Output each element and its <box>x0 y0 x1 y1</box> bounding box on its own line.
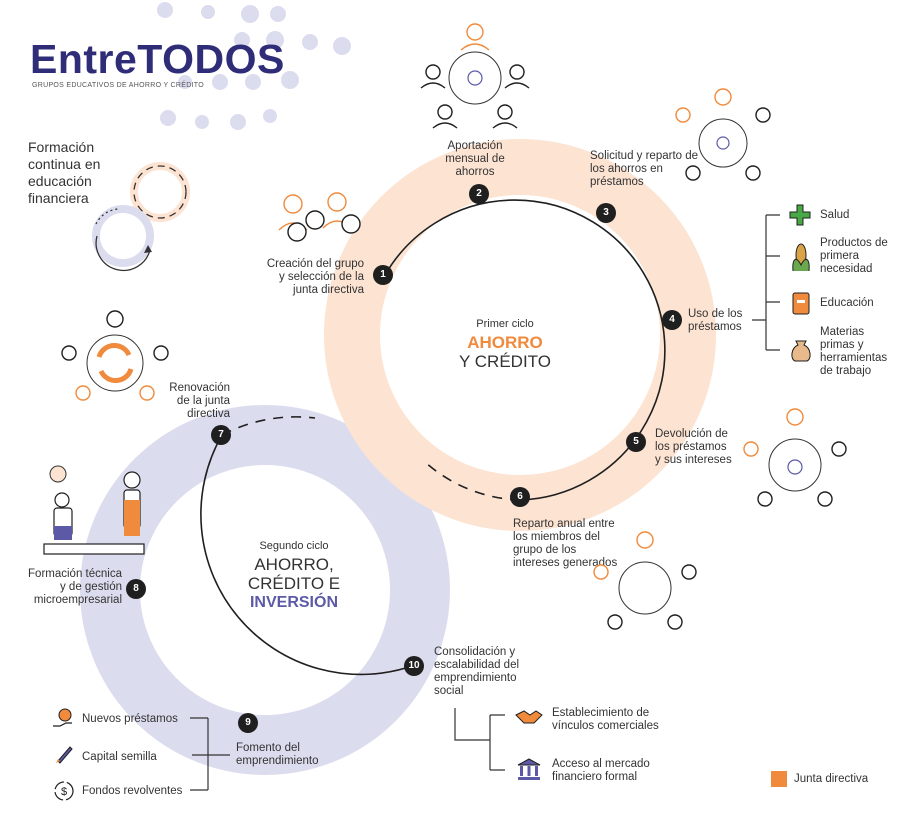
step-label-10: Consolidación y escalabilidad del empren… <box>434 646 520 697</box>
loan-uses-branches <box>752 214 780 351</box>
consolidation-commercial-links: Establecimiento de vínculos comerciales <box>552 707 659 732</box>
people-group-step7 <box>61 310 169 401</box>
people-group-step3 <box>675 88 771 181</box>
health-cross-icon <box>789 204 811 226</box>
cycle1-dashed-path <box>424 461 521 501</box>
legend-swatch <box>771 771 787 787</box>
cycle2-line2: AHORRO, <box>254 555 334 574</box>
cycle2-highlight: INVERSIÓN <box>249 594 338 611</box>
entrepreneurship-branches <box>190 717 230 791</box>
loan-use-education: Educación <box>820 297 874 309</box>
people-group-step6 <box>593 531 697 630</box>
step-label-4: Uso de los préstamos <box>688 308 743 333</box>
cycle2-path <box>200 434 416 676</box>
step-badge-4: 4 <box>662 310 682 330</box>
step-badge-7: 7 <box>211 425 231 445</box>
step-badge-9: 9 <box>238 713 258 733</box>
cycle2-line3: CRÉDITO E <box>247 574 341 593</box>
step-badge-3: 3 <box>596 203 616 223</box>
sack-icon <box>791 340 811 362</box>
people-group-step2 <box>420 23 530 129</box>
cycle1-path <box>384 199 666 501</box>
entrepreneurship-revolving-funds: Fondos revolventes <box>82 785 183 797</box>
entrepreneurship-new-loans: Nuevos préstamos <box>82 713 178 725</box>
cycle1-center: Primer ciclo AHORRO Y CRÉDITO <box>440 318 570 371</box>
brand-tagline: GRUPOS EDUCATIVOS DE AHORRO Y CRÉDITO <box>32 82 205 89</box>
handshake-icon <box>515 710 543 724</box>
revolving-dollar-icon: $ <box>54 781 74 801</box>
cycle1-highlight: AHORRO <box>467 333 543 352</box>
step-badge-1: 1 <box>373 265 393 285</box>
step-label-7: Renovación de la junta directiva <box>169 382 230 420</box>
legend-label: Junta directiva <box>794 773 869 785</box>
bank-icon <box>517 758 541 780</box>
cycle1-subtitle: Y CRÉDITO <box>459 352 551 371</box>
step-label-8: Formación técnica y de gestión microempr… <box>28 568 122 606</box>
step-badge-10: 10 <box>404 656 424 676</box>
consolidation-formal-market: Acceso al mercado financiero formal <box>552 758 650 783</box>
step-label-5: Devolución de los préstamos y sus intere… <box>655 428 732 466</box>
rocket-icon <box>56 746 73 764</box>
entrepreneurship-seed-capital: Capital semilla <box>82 751 157 763</box>
training-illustration <box>43 465 145 555</box>
people-group-step1 <box>278 192 361 242</box>
money-hand-icon <box>53 708 72 727</box>
svg-text:$: $ <box>61 786 67 798</box>
cycle2-dashed-path <box>221 416 316 436</box>
step-label-9: Fomento del emprendimiento <box>236 742 319 767</box>
decorative-dots <box>157 2 351 130</box>
consolidation-branches <box>454 708 505 771</box>
cycle2-title: Segundo ciclo <box>259 540 329 552</box>
step-badge-2: 2 <box>469 184 489 204</box>
cycle2-ring <box>80 405 450 775</box>
loan-use-health: Salud <box>820 209 850 221</box>
step-badge-8: 8 <box>126 579 146 599</box>
formation-label: Formación continua en educación financie… <box>28 139 101 206</box>
cycle1-title: Primer ciclo <box>476 318 534 330</box>
loan-use-basic-products: Productos de primera necesidad <box>820 237 888 275</box>
step-label-6: Reparto anual entre los miembros del gru… <box>513 518 618 569</box>
cycle2-center: Segundo ciclo AHORRO, CRÉDITO E INVERSIÓ… <box>224 540 364 612</box>
step-badge-5: 5 <box>626 432 646 452</box>
loan-use-materials: Materias primas y herramientas de trabaj… <box>820 326 888 377</box>
step-badge-6: 6 <box>510 487 530 507</box>
step-label-2: Aportación mensual de ahorros <box>445 140 505 178</box>
corn-icon <box>792 243 810 272</box>
book-icon <box>792 292 810 315</box>
step-label-3: Solicitud y reparto de los ahorros en pr… <box>590 150 699 188</box>
brand-logo: EntreTODOS <box>30 36 285 82</box>
step-label-1: Creación del grupo y selección de la jun… <box>266 258 364 296</box>
people-group-step5 <box>743 408 847 507</box>
